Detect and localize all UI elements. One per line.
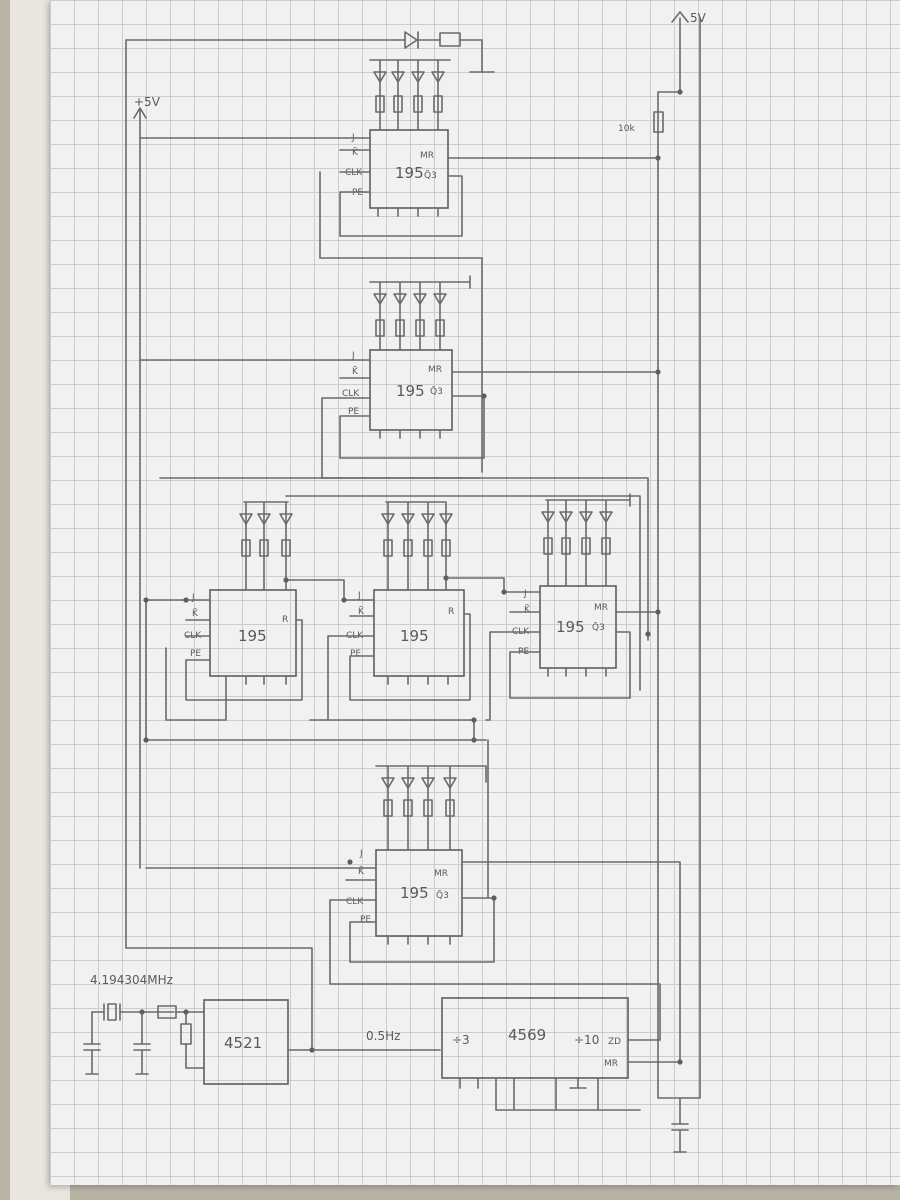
pin-k: K̄ <box>352 365 359 377</box>
shift-register-1: 195 J K̄ CLK PE MR Q̄3 <box>139 59 659 473</box>
pin-pe: PE <box>360 915 371 925</box>
pin-k: K̄ <box>358 605 365 617</box>
pin-mr: R <box>448 607 454 617</box>
supply-label-5v: 5V <box>690 11 707 25</box>
pin-q3: Q̄3 <box>430 385 443 397</box>
signal-frequency-label: 0.5Hz <box>366 1029 400 1043</box>
counter-chip-label: 4569 <box>508 1026 546 1044</box>
pin-k: K̄ <box>352 146 359 158</box>
counter-section: ÷3 4569 ÷10 ZD MR <box>441 997 689 1153</box>
shift-register-6: 195 J K̄ CLK PE MR Q̄3 <box>145 739 681 1063</box>
chip-body <box>375 849 463 937</box>
graph-paper-sheet <box>50 0 900 1185</box>
counter-zd-pin: ZD <box>608 1037 621 1047</box>
pin-pe: PE <box>190 649 201 659</box>
shift-register-5: 195 J K̄ CLK PE MR Q̄3 <box>485 493 659 721</box>
counter-div10-label: ÷10 <box>574 1033 599 1047</box>
chip-part-label: 195 <box>238 627 267 645</box>
shift-register-2: 195 J K̄ CLK PE MR Q̄3 <box>139 275 659 479</box>
oscillator-section: 4.194304MHz 4521 0.5Hz <box>83 973 441 1085</box>
crystal-frequency-label: 4.194304MHz <box>90 973 173 987</box>
oscillator-chip-label: 4521 <box>224 1034 262 1052</box>
pin-j: J <box>523 589 527 599</box>
junction-dots <box>139 89 683 1065</box>
supply-label-plus-5v: +5V <box>134 95 161 109</box>
pin-mr: MR <box>594 603 608 613</box>
chip-body <box>369 129 449 209</box>
pin-mr: R <box>282 615 288 625</box>
pin-k: K̄ <box>524 603 531 615</box>
chip-part-label: 195 <box>400 884 429 902</box>
pin-k: K̄ <box>358 865 365 877</box>
oscillator-chip-4521 <box>203 999 289 1085</box>
pin-q3: Q̄3 <box>592 621 605 633</box>
chip-body <box>539 585 617 669</box>
counter-mr-pin: MR <box>604 1059 618 1069</box>
power-rails <box>125 11 701 1099</box>
pin-pe: PE <box>350 649 361 659</box>
pin-pe: PE <box>348 407 359 417</box>
chip-part-label: 195 <box>396 382 425 400</box>
resistor-value-label: 10k <box>618 124 635 134</box>
chip-body <box>209 589 297 677</box>
pin-q3: Q̄3 <box>424 169 437 181</box>
pin-q3: Q̄3 <box>436 889 449 901</box>
pin-pe: PE <box>352 188 363 198</box>
pin-k: K̄ <box>192 607 199 619</box>
pin-clk: CLK <box>342 389 360 399</box>
chip-part-label: 195 <box>400 627 429 645</box>
pin-clk: CLK <box>346 897 364 907</box>
chip-body <box>369 349 453 431</box>
pin-mr: MR <box>428 365 442 375</box>
chip-body <box>373 589 465 677</box>
pin-j: J <box>351 351 355 361</box>
pin-j: J <box>191 593 195 603</box>
pin-mr: MR <box>434 869 448 879</box>
pin-clk: CLK <box>345 168 363 178</box>
supply-label-top: 5V <box>690 11 707 25</box>
counter-div3-label: ÷3 <box>452 1033 470 1047</box>
shift-register-4: 195 J K̄ CLK PE R <box>327 501 505 721</box>
pin-j: J <box>359 849 363 859</box>
pin-j: J <box>357 591 361 601</box>
shift-register-3: 195 J K̄ CLK PE R <box>145 501 345 721</box>
counter-chip-4569 <box>441 997 629 1079</box>
chip-part-label: 195 <box>556 618 585 636</box>
chip-part-label: 195 <box>395 164 424 182</box>
pin-mr: MR <box>420 151 434 161</box>
